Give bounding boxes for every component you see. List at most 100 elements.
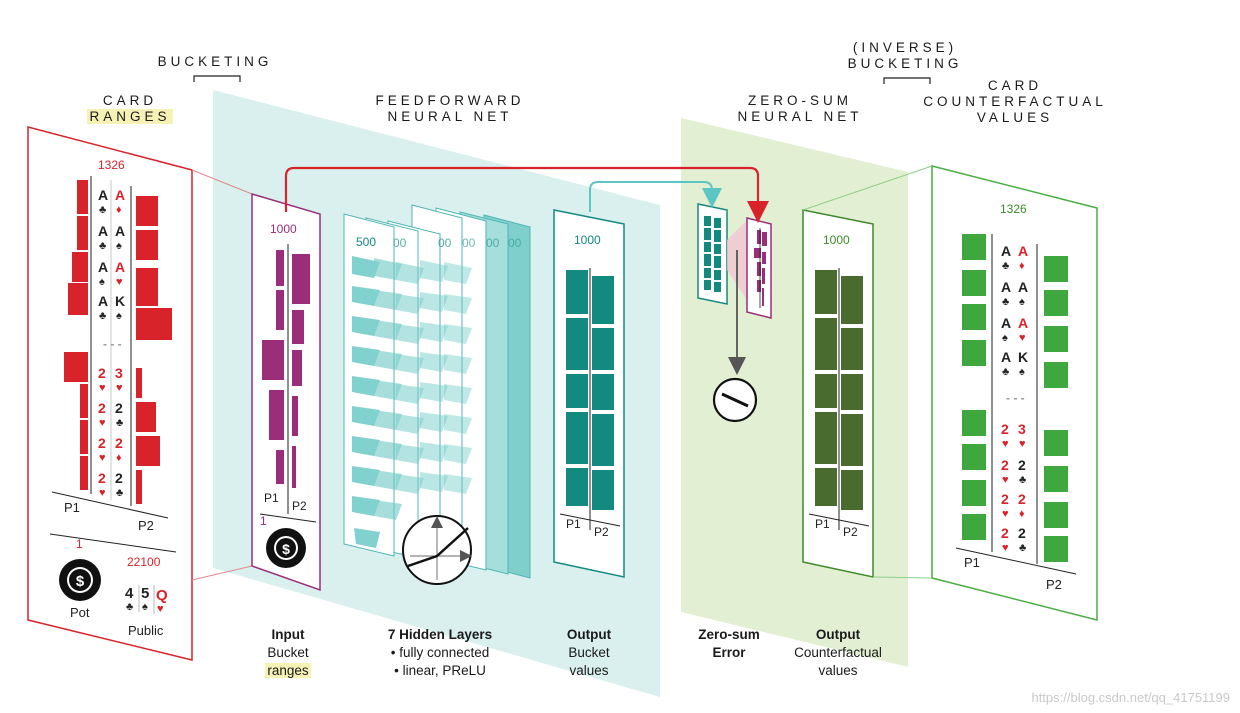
caption-error: Zero-sum Error xyxy=(689,626,769,662)
teal-flow-arrow xyxy=(589,181,722,212)
public-value: 22100 xyxy=(127,555,161,569)
counterfactual-values-panel: 1326 A ♣ A ♦ A ♣ A xyxy=(802,165,1098,621)
rhand-6-s1: ♥ xyxy=(1002,508,1009,520)
hand-4-s2: ♥ xyxy=(116,382,123,394)
hidden-partial-2: 00 xyxy=(438,236,452,250)
input-p2-label: P2 xyxy=(292,499,307,513)
input-count: 1000 xyxy=(270,222,297,236)
output-p2-label: P2 xyxy=(594,525,609,539)
right-count: 1326 xyxy=(1000,202,1027,216)
header-zero-sum-line1: ZERO-SUM xyxy=(748,93,852,108)
input-chip-icon: $ xyxy=(266,528,306,568)
left-p2-bars xyxy=(136,196,172,504)
rhand-5-s2: ♣ xyxy=(1019,474,1026,486)
header-counterfactual-line2: COUNTERFACTUAL xyxy=(923,94,1107,109)
hand-3-s2: ♠ xyxy=(116,310,122,322)
rhand-4-s1: ♥ xyxy=(1002,438,1009,450)
rhand-5-r1: 2 xyxy=(1001,457,1009,473)
caption-hidden-line2: • linear, PReLU xyxy=(394,663,486,678)
rhand-1-s2: ♠ xyxy=(1019,296,1025,308)
caption-counterfactual: Output Counterfactual values xyxy=(788,626,888,680)
public-card-2-suit: ♥ xyxy=(157,603,164,615)
caption-output-line2: values xyxy=(569,663,609,678)
red-flow-arrow xyxy=(284,166,769,223)
hand-6-r1: 2 xyxy=(98,435,106,451)
zero-sum-small-purple-panel xyxy=(746,217,772,319)
left-p1-bars xyxy=(64,180,88,490)
hand-3-s1: ♣ xyxy=(99,310,106,322)
left-p2-label: P2 xyxy=(138,518,154,533)
header-card-ranges-line2: RANGES xyxy=(87,109,173,124)
rhand-6-s2: ♦ xyxy=(1019,508,1025,520)
pot-chip-icon: $ xyxy=(59,559,101,601)
public-card-0-rank: 4 xyxy=(125,585,134,602)
header-feedforward-line1: FEEDFORWARD xyxy=(375,93,525,108)
bucketing-bracket xyxy=(193,75,241,82)
hand-4-s1: ♥ xyxy=(99,382,106,394)
hand-7-r1: 2 xyxy=(98,470,106,486)
rhand-1-s1: ♣ xyxy=(1002,296,1009,308)
header-bucketing: BUCKETING xyxy=(150,54,280,70)
caption-input-line2: ranges xyxy=(265,663,311,678)
hand-5-s2: ♣ xyxy=(116,417,123,429)
hand-5-r2: 2 xyxy=(115,400,123,416)
hand-3-r2: K xyxy=(115,293,125,309)
public-card-1-suit: ♠ xyxy=(142,601,148,613)
rhand-1-r2: A xyxy=(1018,279,1028,295)
card-ranges-panel: 1326 A ♣ xyxy=(27,126,253,661)
caption-input-title: Input xyxy=(271,627,305,642)
header-inverse-bucketing-line1: (INVERSE) xyxy=(852,40,958,55)
zero-sum-small-teal-panel xyxy=(697,203,728,305)
rhand-4-s2: ♥ xyxy=(1019,438,1026,450)
zero-sum-p1-label: P1 xyxy=(815,517,830,531)
watermark: https://blog.csdn.net/qq_41751199 xyxy=(1031,690,1230,705)
rhand-7-s1: ♥ xyxy=(1002,542,1009,554)
hand-3-r1: A xyxy=(98,293,108,309)
public-label: Public xyxy=(128,623,164,638)
caption-hidden: 7 Hidden Layers • fully connected • line… xyxy=(370,626,510,680)
hidden-partial-3: 00 xyxy=(462,236,476,250)
hand-4-r2: 3 xyxy=(115,365,123,381)
hand-6-s1: ♥ xyxy=(99,452,106,464)
rhand-2-s2: ♥ xyxy=(1019,332,1026,344)
input-panel: 1000 P1 P2 1 $ xyxy=(251,192,321,592)
header-inverse-bucketing: (INVERSE) BUCKETING xyxy=(840,40,970,72)
left-hands: A ♣ A ♦ A ♣ A ♠ A ♠ A ♥ A ♣ K ♠ - - - 2 … xyxy=(98,187,125,499)
header-zero-sum-line2: NEURAL NET xyxy=(737,109,863,124)
caption-error-title: Zero-sum xyxy=(698,627,760,642)
hand-0-r1: A xyxy=(98,187,108,203)
header-feedforward-line2: NEURAL NET xyxy=(387,109,513,124)
hidden-count: 500 xyxy=(356,235,376,249)
hand-1-r1: A xyxy=(98,223,108,239)
hand-0-s2: ♦ xyxy=(116,204,122,216)
hidden-partial-1: 00 xyxy=(393,236,407,250)
svg-text:$: $ xyxy=(76,573,85,590)
rhand-5-r2: 2 xyxy=(1018,457,1026,473)
hand-1-r2: A xyxy=(115,223,125,239)
caption-input-line1: Bucket xyxy=(267,645,309,660)
pot-value: 1 xyxy=(76,537,83,551)
header-zero-sum: ZERO-SUM NEURAL NET xyxy=(720,93,880,125)
caption-error-line1: Error xyxy=(712,645,746,660)
rhand-4-r1: 2 xyxy=(1001,421,1009,437)
hand-2-r1: A xyxy=(98,259,108,275)
rhand-7-r2: 2 xyxy=(1018,525,1026,541)
left-count: 1326 xyxy=(98,158,125,172)
rhand-1-r1: A xyxy=(1001,279,1011,295)
caption-counterfactual-title: Output xyxy=(815,627,861,642)
left-p1-label: P1 xyxy=(64,500,80,515)
rhand-3-r1: A xyxy=(1001,349,1011,365)
rhand-0-s2: ♦ xyxy=(1019,260,1025,272)
public-cards: 4 ♣ 5 ♠ Q ♥ xyxy=(125,585,168,615)
public-card-2-rank: Q xyxy=(156,587,168,604)
rhand-4-r2: 3 xyxy=(1018,421,1026,437)
rhand-0-r2: A xyxy=(1018,243,1028,259)
rhand-0-s1: ♣ xyxy=(1002,260,1009,272)
caption-hidden-line1: • fully connected xyxy=(390,645,490,660)
left-ellipsis: - - - xyxy=(103,337,122,351)
hand-1-s1: ♣ xyxy=(99,240,106,252)
header-inverse-bucketing-line2: BUCKETING xyxy=(847,56,963,71)
input-p1-label: P1 xyxy=(264,491,279,505)
header-card-ranges-line1: CARD xyxy=(102,93,158,108)
header-counterfactual-line1: CARD xyxy=(987,78,1043,93)
